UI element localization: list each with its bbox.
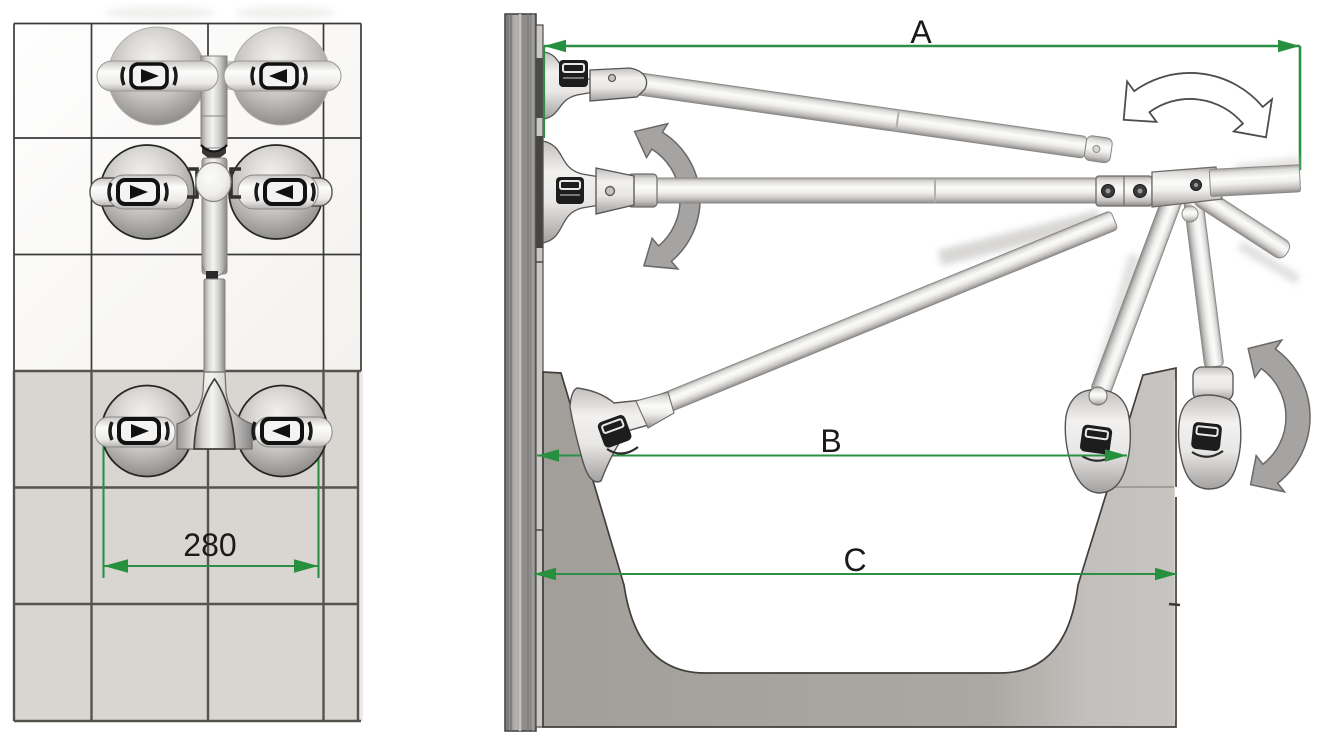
svg-text:A: A (910, 14, 932, 50)
svg-text:B: B (820, 423, 841, 459)
svg-text:280: 280 (183, 527, 236, 563)
svg-text:C: C (843, 542, 866, 578)
